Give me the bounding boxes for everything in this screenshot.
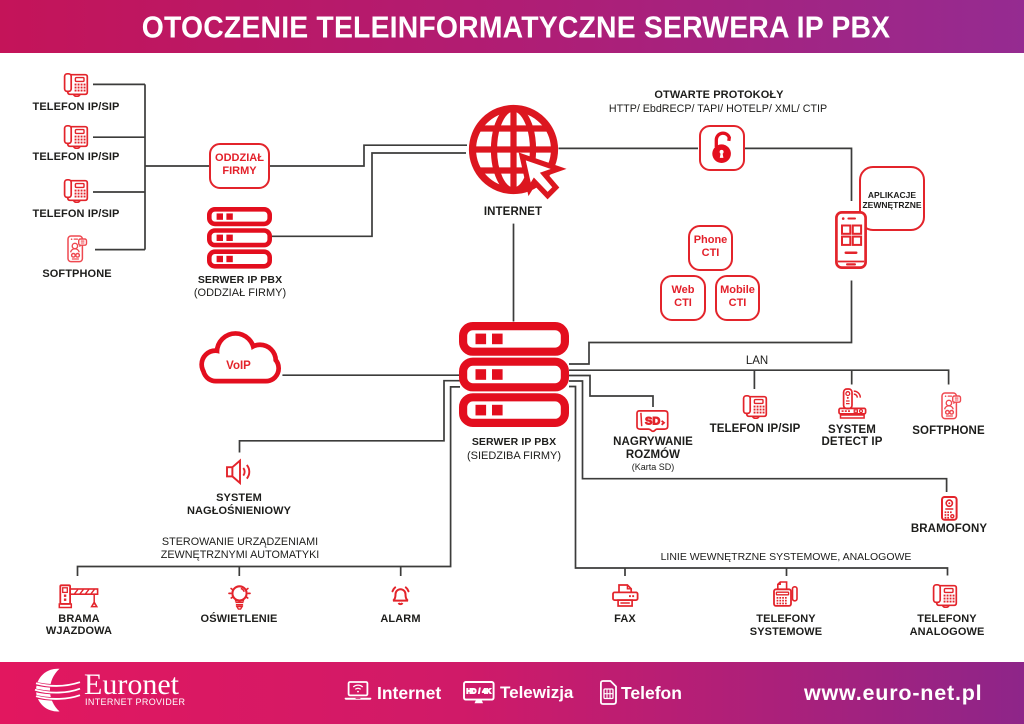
- svg-text:VoIP: VoIP: [226, 360, 251, 372]
- svg-text:SD: SD: [645, 416, 660, 428]
- svg-text:HD / 4K: HD / 4K: [466, 689, 491, 696]
